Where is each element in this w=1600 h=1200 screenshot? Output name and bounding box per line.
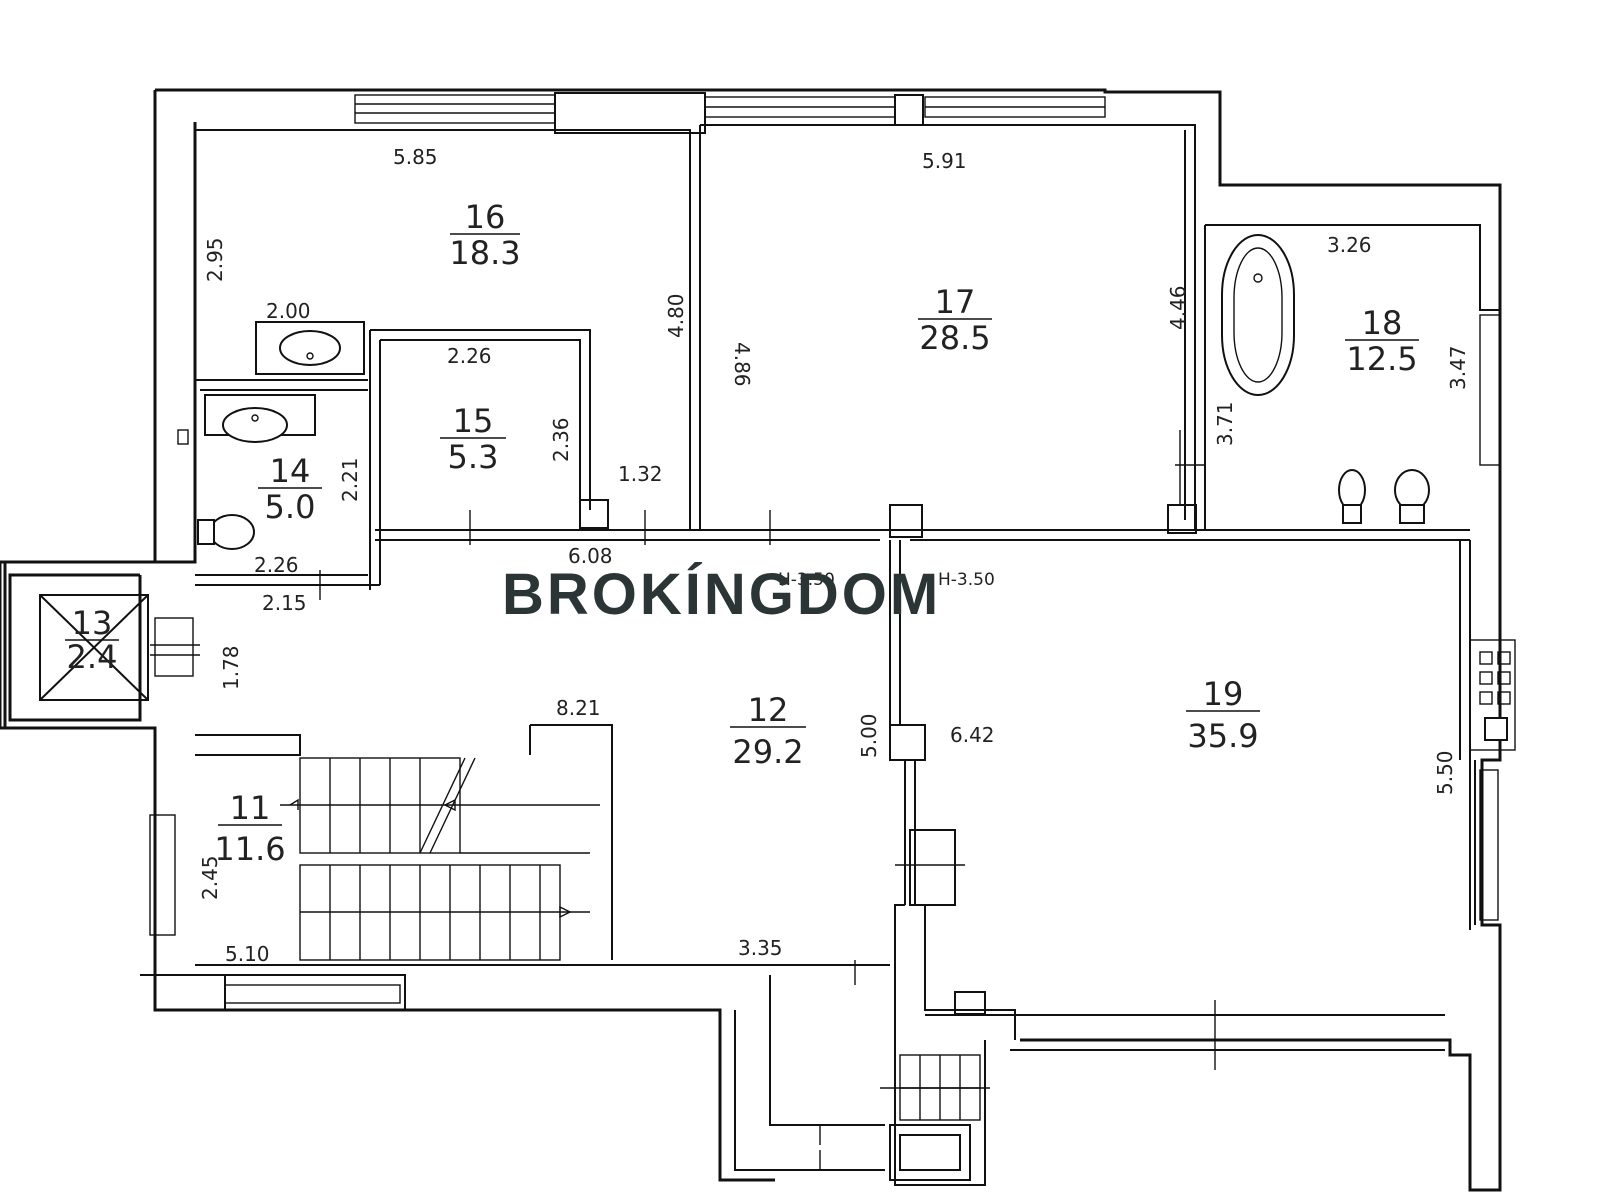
- watermark-logo: BROKÍNGDOM: [502, 562, 941, 627]
- dimension-labels: 5.85 5.91 3.26 2.95 2.00 4.80 4.86 4.46 …: [198, 145, 1470, 966]
- room-16-label: 16 18.3: [449, 198, 520, 272]
- svg-text:2.4: 2.4: [67, 638, 118, 676]
- room-15-label: 15 5.3: [440, 402, 506, 476]
- dim-label: 2.36: [549, 417, 573, 462]
- room-11-label: 11 11.6: [214, 789, 285, 868]
- staircase: [280, 757, 613, 961]
- dim-label: 6.08: [568, 544, 613, 568]
- dim-label: 4.86: [730, 342, 754, 387]
- dim-label: 4.46: [1166, 285, 1190, 330]
- svg-text:5.0: 5.0: [265, 488, 316, 526]
- svg-text:17: 17: [935, 283, 976, 321]
- room-12-label: 12 29.2: [730, 691, 806, 771]
- room-19-label: 19 35.9: [1186, 675, 1260, 755]
- toilet-icon-2: [209, 514, 255, 550]
- dim-label: 5.91: [922, 149, 967, 173]
- dim-label: 4.80: [664, 293, 688, 338]
- svg-text:35.9: 35.9: [1187, 717, 1258, 755]
- dim-label: 3.26: [1327, 233, 1372, 257]
- height-label: H-3.50: [938, 570, 995, 590]
- svg-text:11: 11: [230, 789, 271, 827]
- svg-text:13: 13: [72, 604, 113, 642]
- windows: [149, 92, 1501, 1004]
- sink-icon: [279, 330, 341, 366]
- svg-text:14: 14: [270, 452, 311, 490]
- dim-label: 8.21: [556, 696, 601, 720]
- dim-label: 2.26: [447, 344, 492, 368]
- room-labels: 16 18.3 17 28.5 18 12.5 15 5.3 14 5.0 13…: [65, 198, 1419, 868]
- sink-icon-2: [222, 407, 288, 443]
- dim-label: 3.71: [1213, 401, 1237, 446]
- room-18-label: 18 12.5: [1345, 304, 1419, 378]
- svg-text:18.3: 18.3: [449, 234, 520, 272]
- inner-walls: [140, 124, 1500, 1186]
- svg-text:28.5: 28.5: [919, 319, 990, 357]
- dimension-ticks: [150, 430, 1216, 1170]
- svg-text:12: 12: [748, 691, 789, 729]
- svg-text:19: 19: [1203, 675, 1244, 713]
- dim-label: 5.85: [393, 145, 438, 169]
- dim-label: 1.78: [219, 645, 243, 690]
- room-13-label: 13 2.4: [65, 604, 119, 676]
- bathtub-icon: [1221, 234, 1295, 396]
- dim-label: 2.21: [338, 457, 362, 502]
- dim-label: 5.50: [1433, 750, 1457, 795]
- svg-text:29.2: 29.2: [732, 733, 803, 771]
- room-17-label: 17 28.5: [918, 283, 992, 357]
- dim-label: 2.45: [198, 855, 222, 900]
- dim-label: 2.00: [266, 299, 311, 323]
- room-14-label: 14 5.0: [258, 452, 322, 526]
- svg-text:5.3: 5.3: [448, 438, 499, 476]
- svg-text:12.5: 12.5: [1346, 340, 1417, 378]
- dim-label: 3.47: [1446, 345, 1470, 390]
- dim-label: 6.42: [950, 723, 995, 747]
- dim-label: 5.10: [225, 942, 270, 966]
- shaft-13: [39, 594, 194, 701]
- small-staircase: [880, 1054, 990, 1121]
- outer-walls: [0, 88, 1502, 1192]
- fixtures: [177, 234, 1516, 1015]
- dim-label: 5.00: [857, 713, 881, 758]
- stove-icon: [1484, 717, 1508, 741]
- dim-label: 2.15: [262, 591, 307, 615]
- svg-text:18: 18: [1362, 304, 1403, 342]
- dim-label: 2.95: [203, 237, 227, 282]
- svg-text:16: 16: [465, 198, 506, 236]
- dim-label: 3.35: [738, 936, 783, 960]
- dim-label: 2.26: [254, 553, 299, 577]
- svg-text:15: 15: [453, 402, 494, 440]
- dim-label: 1.32: [618, 462, 663, 486]
- height-label: H-3.50: [778, 570, 835, 590]
- svg-text:11.6: 11.6: [214, 830, 285, 868]
